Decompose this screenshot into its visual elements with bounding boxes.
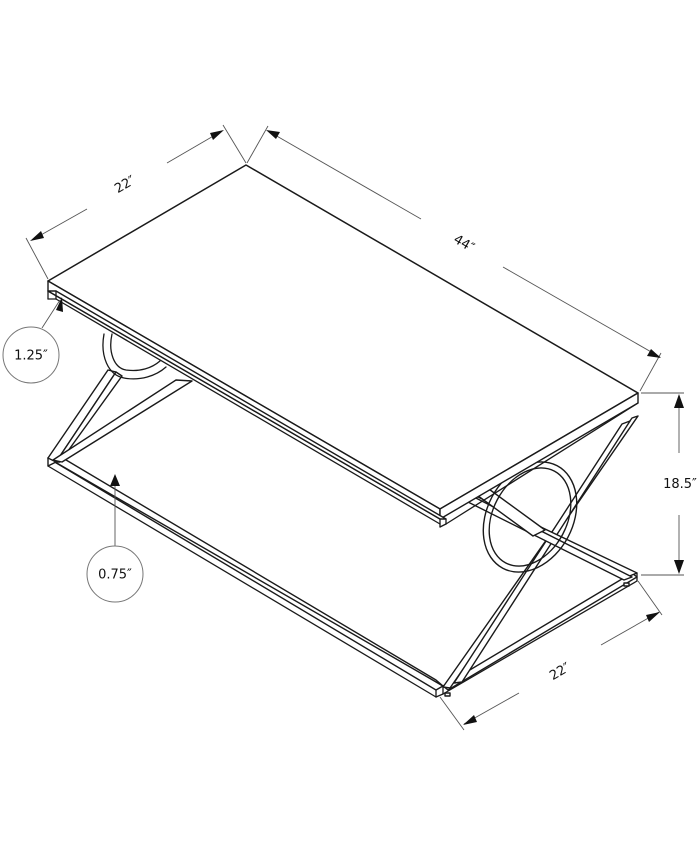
left-x-frame xyxy=(47,333,193,463)
callout-top-thickness: 1.25″ xyxy=(2,297,63,384)
callout-label-frame-thickness: 0.75″ xyxy=(98,568,132,583)
right-x-frame xyxy=(442,415,639,689)
dimension-height: 18.5″ xyxy=(641,392,697,576)
dim-label-top-depth: 22″ xyxy=(112,173,138,197)
dim-label-top-length: 44″ xyxy=(451,232,477,256)
table-top xyxy=(47,164,639,528)
callout-circle-frame-thickness xyxy=(86,545,144,603)
callout-label-top-thickness: 1.25″ xyxy=(14,349,48,364)
dim-label-height: 18.5″ xyxy=(663,477,697,492)
bottom-frame xyxy=(47,453,638,698)
dim-label-base-depth: 22″ xyxy=(547,660,573,684)
callout-frame-thickness: 0.75″ xyxy=(86,474,144,603)
callout-circle-top-thickness xyxy=(2,326,60,384)
